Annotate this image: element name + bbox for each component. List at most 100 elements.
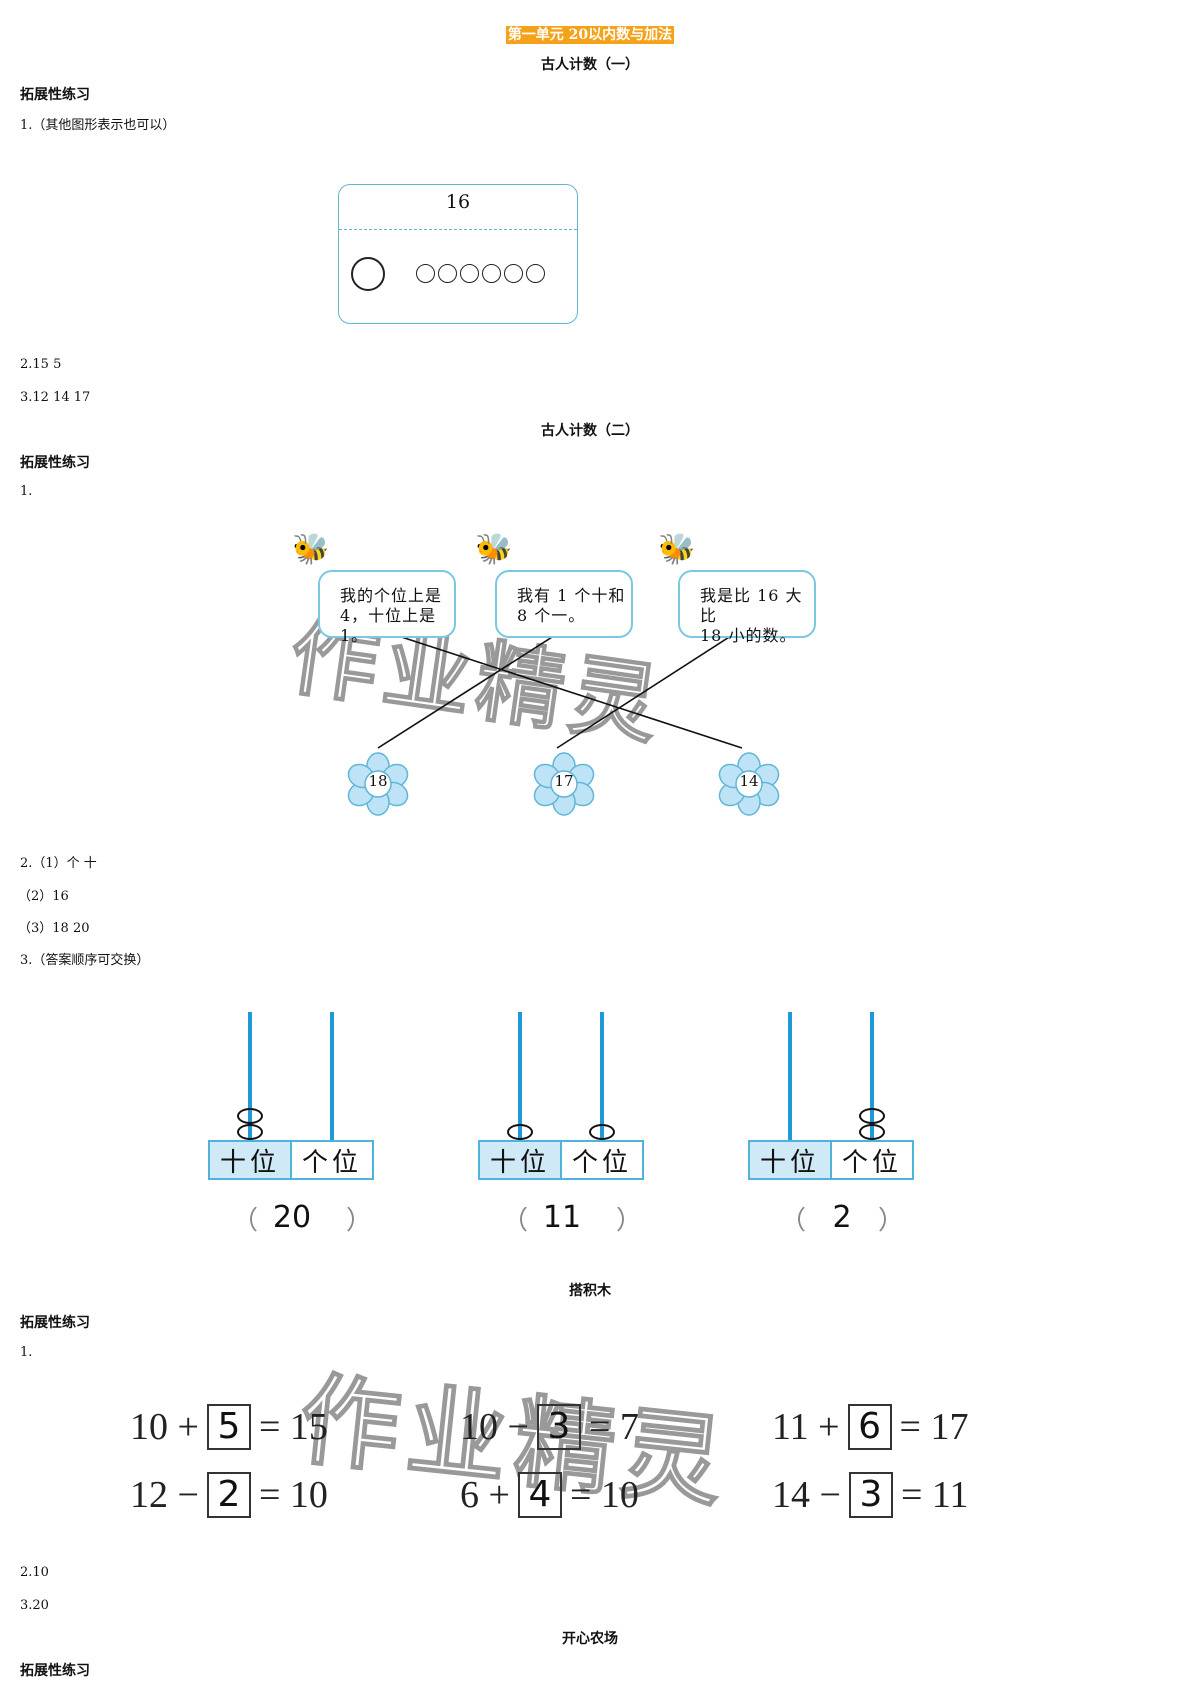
bubble-line: 我有 1 个十和 — [517, 586, 626, 605]
operator: − — [177, 1474, 199, 1516]
tens-rod — [518, 1012, 522, 1142]
bubble-line: 18 小的数。 — [700, 626, 797, 645]
bead-icon — [237, 1124, 263, 1140]
ones-label: 个位 — [301, 1147, 362, 1178]
section-title-1: 古人计数（一） — [541, 57, 639, 73]
flower-18: 18 — [346, 752, 410, 820]
operand: 6 — [460, 1474, 479, 1516]
bubble-line: 4，十位上是 1。 — [340, 606, 437, 645]
equation-4: 12 − 2 = 10 — [130, 1472, 328, 1518]
equation-1: 10 + 5 = 15 — [130, 1404, 328, 1450]
place-value-box: 十位 个位 — [208, 1140, 374, 1180]
answer-value: 11 — [542, 1200, 582, 1235]
matching-lines — [377, 629, 743, 749]
section-title-4: 开心农场 — [562, 1631, 618, 1647]
bubble-line: 8 个一。 — [517, 606, 586, 625]
bead-icon — [859, 1108, 885, 1124]
equation-6: 14 − 3 = 11 — [772, 1472, 968, 1518]
speech-bubble: 我有 1 个十和 8 个一。 — [495, 570, 633, 638]
paren-open: （ — [232, 1206, 259, 1236]
subheading-1: 拓展性练习 — [20, 87, 90, 103]
s3-item-3: 3.20 — [20, 1598, 49, 1613]
bubble-line: 我是比 16 大比 — [700, 586, 803, 625]
s2-item-3: （2）16 — [18, 889, 69, 904]
paren-open: （ — [780, 1206, 807, 1236]
one-circle-icon — [416, 264, 435, 283]
flower-icon — [533, 752, 595, 816]
flower-number: 14 — [739, 772, 759, 790]
result: 7 — [619, 1406, 639, 1448]
tens-rod — [248, 1012, 252, 1142]
operator: + — [177, 1406, 199, 1448]
paren-open: （ — [502, 1206, 529, 1236]
s2-item-5: 3.（答案顺序可交换） — [20, 953, 150, 968]
operator: + — [488, 1474, 510, 1516]
bee-icon: 🐝 — [658, 532, 696, 567]
tens-label: 十位 — [750, 1142, 832, 1178]
one-circle-icon — [504, 264, 523, 283]
bubble-line: 我的个位上是 — [340, 586, 443, 605]
s2-item-2: 2.（1）个 十 — [20, 856, 97, 871]
bead-icon — [589, 1124, 615, 1140]
tens-label: 十位 — [480, 1142, 562, 1178]
answer-value: 2 — [832, 1200, 852, 1235]
subheading-2: 拓展性练习 — [20, 455, 90, 471]
one-circle-icon — [460, 264, 479, 283]
one-circle-icon — [526, 264, 545, 283]
card-number: 16 — [445, 191, 471, 213]
subheading-3: 拓展性练习 — [20, 1315, 90, 1331]
operand: 10 — [460, 1406, 498, 1448]
s2-item-4: （3）18 20 — [18, 921, 90, 936]
equation-5: 6 + 4 = 10 — [460, 1472, 639, 1518]
answer-box: 2 — [206, 1472, 251, 1518]
bead-icon — [859, 1124, 885, 1140]
tens-rod — [788, 1012, 792, 1142]
paren-close: ） — [877, 1206, 904, 1236]
ones-label: 个位 — [841, 1147, 902, 1178]
flower-icon — [718, 752, 780, 816]
dashed-divider — [339, 229, 577, 230]
unit-title: 第一单元 20以内数与加法 — [0, 24, 1180, 44]
bee-icon: 🐝 — [475, 532, 513, 567]
unit-title-text: 第一单元 20以内数与加法 — [505, 26, 675, 44]
operator: − — [819, 1474, 841, 1516]
answer-box: 3 — [848, 1472, 893, 1518]
section-title-2: 古人计数（二） — [541, 423, 639, 439]
s3-item-2: 2.10 — [20, 1565, 49, 1580]
equals: = — [588, 1406, 611, 1448]
place-value-box: 十位 个位 — [748, 1140, 914, 1180]
result: 11 — [931, 1474, 969, 1516]
ten-circle-icon — [351, 257, 385, 291]
equals: = — [258, 1474, 281, 1516]
subheading-4: 拓展性练习 — [20, 1663, 90, 1679]
equals: = — [258, 1406, 281, 1448]
equals: = — [569, 1474, 592, 1516]
answer-box: 5 — [206, 1404, 251, 1450]
bead-icon — [237, 1108, 263, 1124]
paren-close: ） — [345, 1206, 372, 1236]
abacus-answer: （ 2 ） — [780, 1200, 904, 1237]
speech-bubble: 我的个位上是 4，十位上是 1。 — [318, 570, 456, 645]
one-circle-icon — [438, 264, 457, 283]
flower-14: 14 — [717, 752, 781, 820]
operand: 11 — [772, 1406, 809, 1448]
paren-close: ） — [615, 1206, 642, 1236]
s1-item-1: 1.（其他图形表示也可以） — [20, 118, 176, 133]
flower-number: 18 — [368, 772, 388, 790]
one-circle-icon — [482, 264, 501, 283]
place-value-box: 十位 个位 — [478, 1140, 644, 1180]
s1-item-3: 3.12 14 17 — [20, 390, 91, 405]
abacus-answer: （ 11 ） — [502, 1200, 642, 1237]
s3-item-1: 1. — [20, 1345, 33, 1360]
ones-label: 个位 — [571, 1147, 632, 1178]
ones-rod — [870, 1012, 874, 1142]
equation-3: 11 + 6 = 17 — [772, 1404, 968, 1450]
operator: + — [818, 1406, 840, 1448]
ones-rod — [600, 1012, 604, 1142]
ones-rod — [330, 1012, 334, 1142]
operand: 10 — [130, 1406, 168, 1448]
equals: = — [899, 1406, 921, 1448]
result: 10 — [289, 1474, 328, 1516]
result: 17 — [930, 1406, 969, 1448]
result: 15 — [289, 1406, 328, 1448]
